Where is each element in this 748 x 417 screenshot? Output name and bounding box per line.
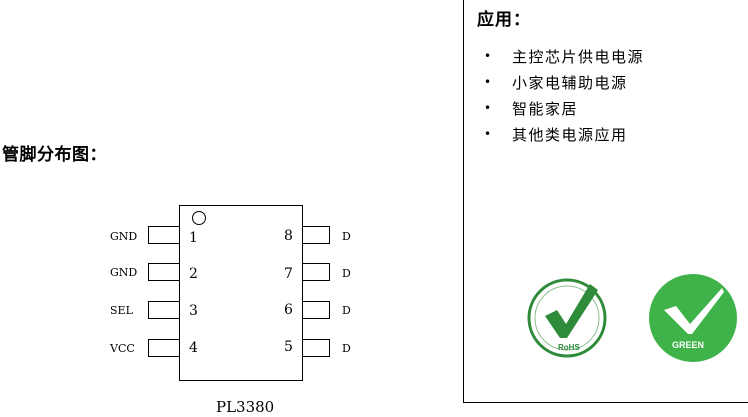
pin-label-8: D (342, 230, 351, 243)
pin-number-3: 3 (189, 303, 198, 319)
list-item: • 主控芯片供电电源 (484, 43, 644, 69)
bullet-icon: • (484, 101, 493, 115)
pin1-marker-icon (192, 211, 206, 225)
list-item-label: 小家电辅助电源 (512, 73, 628, 92)
pin-number-8: 8 (284, 228, 293, 244)
pin-label-7: D (342, 267, 351, 280)
pin-label-6: D (342, 304, 351, 317)
pin-number-1: 1 (189, 230, 198, 246)
checkmark-icon (664, 288, 724, 334)
pin-label-4: VCC (109, 342, 135, 355)
pin-pad-4 (148, 339, 180, 357)
bullet-icon: • (484, 49, 493, 63)
pin-pad-6 (302, 301, 330, 319)
applications-list: • 主控芯片供电电源 • 小家电辅助电源 • 智能家居 • 其他类电源应用 (484, 43, 644, 147)
pin-number-5: 5 (284, 339, 293, 355)
pinout-title: 管脚分布图： (2, 145, 107, 165)
applications-panel: 应用： • 主控芯片供电电源 • 小家电辅助电源 • 智能家居 • 其他类电源应… (463, 0, 748, 403)
list-item: • 小家电辅助电源 (484, 69, 644, 95)
list-item: • 智能家居 (484, 95, 644, 121)
chip-name: PL3380 (216, 398, 274, 416)
chip-body (179, 205, 303, 381)
pin-number-7: 7 (284, 266, 293, 282)
list-item-label: 其他类电源应用 (512, 125, 628, 144)
pin-number-6: 6 (284, 302, 293, 318)
green-badge: GREEN (649, 274, 737, 362)
green-label: GREEN (672, 340, 704, 350)
pin-label-3: SEL (110, 304, 134, 317)
bullet-icon: • (484, 127, 493, 141)
pin-pad-3 (148, 301, 180, 319)
rohs-badge: RoHS (527, 278, 607, 358)
pin-label-1: GND (110, 230, 137, 243)
list-item-label: 主控芯片供电电源 (512, 47, 645, 66)
rohs-label: RoHS (558, 343, 580, 352)
pin-pad-5 (302, 339, 330, 357)
pin-number-2: 2 (189, 266, 198, 282)
pin-label-2: GND (110, 266, 137, 279)
pin-number-4: 4 (189, 340, 198, 356)
pin-pad-7 (302, 263, 330, 281)
pin-pad-2 (148, 263, 180, 281)
pin-label-5: D (342, 342, 351, 355)
pin-pad-1 (148, 226, 180, 244)
bullet-icon: • (484, 75, 493, 89)
list-item: • 其他类电源应用 (484, 121, 644, 147)
checkmark-icon (545, 284, 598, 338)
applications-title: 应用： (477, 10, 531, 30)
list-item-label: 智能家居 (512, 99, 579, 118)
pin-pad-8 (302, 226, 330, 244)
